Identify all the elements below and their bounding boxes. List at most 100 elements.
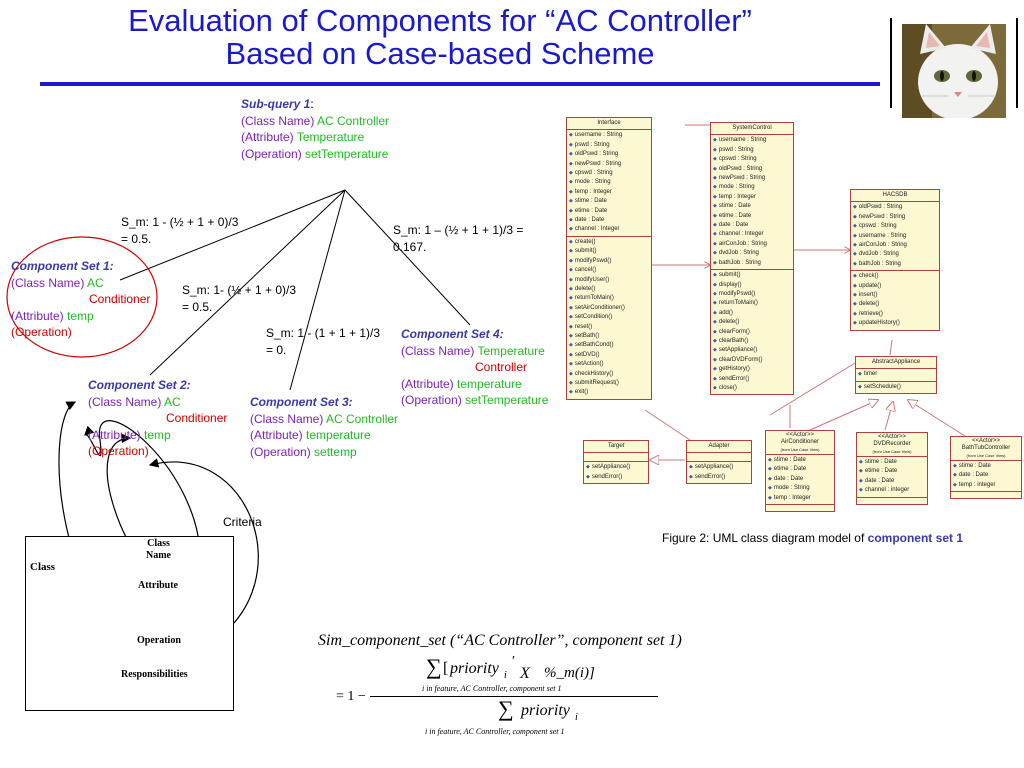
criteria-label: Criteria — [223, 515, 262, 529]
uml-member: modifyPswd() — [569, 257, 649, 266]
formula-num-open: [ — [443, 660, 449, 677]
uml-target-ops: setAppliance()sendError() — [584, 462, 648, 483]
uml-dvdrecorder-ops — [857, 498, 927, 504]
slide-title: Evaluation of Components for “AC Control… — [60, 4, 820, 70]
uml-member: etime : Date — [768, 465, 832, 474]
formula-num-pct: %_m(i)] — [544, 665, 595, 681]
uml-member: temp : Integer — [569, 188, 649, 197]
uml-systemcontrol-attrs: username : Stringpswd : Stringcpswd : St… — [711, 135, 793, 271]
figure-caption: Figure 2: UML class diagram model of com… — [662, 531, 963, 545]
uml-member: date : Date — [768, 475, 832, 484]
uml-member: timer — [858, 370, 934, 379]
uml-interface-ops: create()submit()modifyPswd()cancel()modi… — [567, 237, 651, 399]
uml-adapter-attrs — [687, 453, 751, 463]
formula-num-prime: ′ — [512, 654, 516, 669]
formula-den-sub: i — [575, 712, 578, 723]
uml-member: stime : Date — [859, 458, 925, 467]
uml-member: airConJob : String — [853, 241, 937, 250]
uml-member: reset() — [569, 323, 649, 332]
set3-attr-val: temperature — [306, 428, 371, 442]
formula-num-sub: i — [504, 670, 507, 681]
uml-dvdrecorder-stereo: <<Actor>> — [877, 434, 907, 440]
component-set-1: Component Set 1: (Class Name) AC Conditi… — [11, 258, 161, 341]
uml-abstractappliance-name: AbstractAppliance — [856, 357, 936, 370]
uml-member: display() — [713, 281, 791, 290]
uml-member: setAppliance() — [586, 463, 646, 472]
uml-member: oldPswd : String — [713, 165, 791, 174]
set4-class-val1: Temperature — [477, 343, 545, 358]
formula-heading: Sim_component_set (“AC Controller”, comp… — [318, 632, 682, 649]
uml-member: checkHistory() — [569, 370, 649, 379]
uml-member: getHistory() — [713, 365, 791, 374]
set4-label: Component Set 4: — [401, 327, 504, 341]
vertical-divider-left — [890, 18, 892, 108]
uml-member: username : String — [569, 131, 649, 140]
uml-hacsdb-name: HACSDB — [851, 190, 939, 203]
uml-class-interface: Interface username : Stringpswd : String… — [566, 117, 652, 400]
uml-member: add() — [713, 309, 791, 318]
uml-dvdrecorder-header: <<Actor>> DVDRecorder (from Use Case Vie… — [857, 433, 927, 457]
subquery-attr-key: (Attribute) — [241, 130, 294, 144]
uml-member: modifyPswd() — [713, 290, 791, 299]
uml-class-bathtub: <<Actor>> BathTubController (from Use Ca… — [950, 436, 1022, 500]
uml-member: close() — [713, 384, 791, 393]
uml-class-systemcontrol: SystemControl username : Stringpswd : St… — [710, 122, 794, 396]
uml-airconditioner-name: AirConditioner — [780, 439, 820, 445]
uml-member: create() — [569, 238, 649, 247]
uml-member: pswd : String — [713, 146, 791, 155]
uml-member: cancel() — [569, 266, 649, 275]
set2-class-val2: Conditioner — [166, 411, 228, 425]
uml-member: insert() — [853, 291, 937, 300]
sm-label-set2: S_m: 1- (½ + 1 + 0)/3 = 0.5. — [182, 282, 296, 315]
uml-airconditioner-attrs: stime : Dateetime : Datedate : Datemode … — [766, 455, 834, 506]
uml-member: setBathCond() — [569, 341, 649, 350]
set1-class-val2: Conditioner — [89, 292, 151, 306]
uml-member: returnToMain() — [569, 294, 649, 303]
uml-bathtub-name: BathTubController — [961, 445, 1011, 451]
criteria-attribute: Attribute — [138, 580, 178, 591]
criteria-operation: Operation — [137, 635, 181, 646]
uml-member: mode : String — [569, 178, 649, 187]
set3-class-key: (Class Name) — [250, 411, 324, 426]
uml-bathtub-from: (from Use Case View) — [966, 453, 1006, 458]
uml-member: retrieve() — [853, 310, 937, 319]
set2-class-val1: AC — [164, 394, 181, 409]
uml-systemcontrol-name: SystemControl — [711, 123, 793, 136]
uml-target-name: Target — [584, 441, 648, 454]
formula-num-sum: ∑ — [426, 654, 442, 679]
link-to-set4 — [344, 189, 471, 326]
formula-lhs: = 1 − — [336, 689, 366, 704]
uml-member: newPswd : String — [853, 213, 937, 222]
uml-bathtub-attrs: stime : Datedate : Datetemp : integer — [951, 461, 1021, 493]
uml-member: setBath() — [569, 332, 649, 341]
uml-member: cpswd : String — [853, 222, 937, 231]
component-set-2: Component Set 2: (Class Name) AC Conditi… — [88, 377, 248, 460]
uml-class-target: Target setAppliance()sendError() — [583, 440, 649, 485]
subquery-label: Sub-query 1 — [241, 97, 311, 111]
sm-label-set4-line2: 0.167. — [393, 239, 427, 254]
uml-member: temp : integer — [953, 481, 1019, 490]
uml-member: clearForm() — [713, 328, 791, 337]
uml-abstractappliance-ops: setSchedule() — [856, 382, 936, 393]
uml-member: channel : Integer — [569, 225, 649, 234]
criteria-box: Class Class Name Attribute Operation Res… — [25, 536, 234, 711]
uml-member: setDVD() — [569, 351, 649, 360]
set4-op-val: setTemperature — [465, 393, 549, 407]
title-line-1: Evaluation of Components for “AC Control… — [128, 3, 752, 38]
uml-hacsdb-ops: check()update()insert()delete()retrieve(… — [851, 271, 939, 329]
set3-attr-key: (Attribute) — [250, 428, 303, 442]
subquery-class-key: (Class Name) — [241, 113, 315, 128]
uml-member: channel : Integer — [713, 230, 791, 239]
uml-abstractappliance-attrs: timer — [856, 369, 936, 382]
uml-airconditioner-stereo: <<Actor>> — [785, 432, 815, 438]
formula-num-x: X — [520, 665, 530, 682]
set3-op-key: (Operation) — [250, 444, 311, 459]
uml-member: dvdJob : String — [853, 250, 937, 259]
uml-member: stime : Date — [953, 462, 1019, 471]
uml-member: cpswd : String — [713, 155, 791, 164]
sm-label-set1: S_m: 1 - (½ + 1 + 0)/3 = 0.5. — [121, 214, 238, 247]
sm-label-set2-line1: S_m: 1- (½ + 1 + 0)/3 — [182, 283, 297, 297]
subquery-op-key: (Operation) — [241, 146, 302, 161]
uml-member: submit() — [713, 271, 791, 280]
uml-bathtub-stereo: <<Actor>> — [971, 438, 1001, 444]
